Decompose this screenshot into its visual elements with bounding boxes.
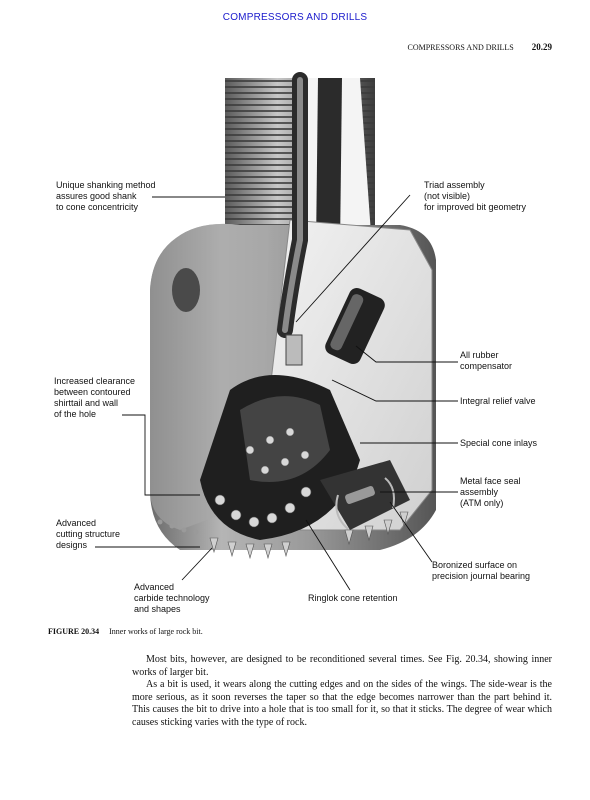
roller-cone	[157, 375, 360, 560]
callout-cone-inlays: Special cone inlays	[460, 438, 538, 448]
callout-metal-face-seal: Metal face seal assembly (ATM only)	[460, 476, 521, 508]
paragraph-1: Most bits, however, are designed to be r…	[132, 654, 552, 678]
rubber-compensator	[325, 287, 385, 365]
body-text: Most bits, however, are designed to be r…	[132, 654, 552, 729]
callout-carbide-technology: Advanced carbide technology and shapes	[134, 582, 210, 614]
paragraph-2: As a bit is used, it wears along the cut…	[132, 679, 552, 728]
figure-caption-text: Inner works of large rock bit.	[109, 627, 203, 636]
page-number: 20.29	[531, 42, 552, 52]
journal-bearing	[320, 460, 410, 530]
rock-bit-figure: Unique shanking method assures good shan…	[0, 60, 590, 620]
callout-leaders	[95, 194, 458, 591]
rock-bit-illustration	[95, 72, 458, 591]
callout-rubber-compensator: All rubber compensator	[460, 350, 513, 371]
gauge-row-dots	[157, 519, 199, 535]
callout-boronized-surface: Boronized surface on precision journal b…	[432, 560, 531, 581]
callout-increased-clearance: Increased clearance between contoured sh…	[54, 376, 136, 419]
page-header-section: COMPRESSORS AND DRILLS	[407, 43, 514, 52]
figure-caption: FIGURE 20.34 Inner works of large rock bi…	[48, 627, 203, 636]
callout-shanking-method: Unique shanking method assures good shan…	[56, 180, 156, 212]
callout-triad-assembly: Triad assembly (not visible) for improve…	[424, 180, 527, 212]
callout-ringlok-retention: Ringlok cone retention	[308, 593, 398, 603]
callout-cutting-structure: Advanced cutting structure designs	[56, 518, 121, 550]
nozzle	[285, 334, 303, 366]
figure-label: FIGURE 20.34	[48, 627, 100, 636]
callout-relief-valve: Integral relief valve	[460, 396, 536, 406]
carbide-inserts	[209, 537, 291, 560]
page-header: COMPRESSORS AND DRILLS 20.29	[408, 42, 553, 52]
running-head: COMPRESSORS AND DRILLS	[222, 12, 368, 23]
